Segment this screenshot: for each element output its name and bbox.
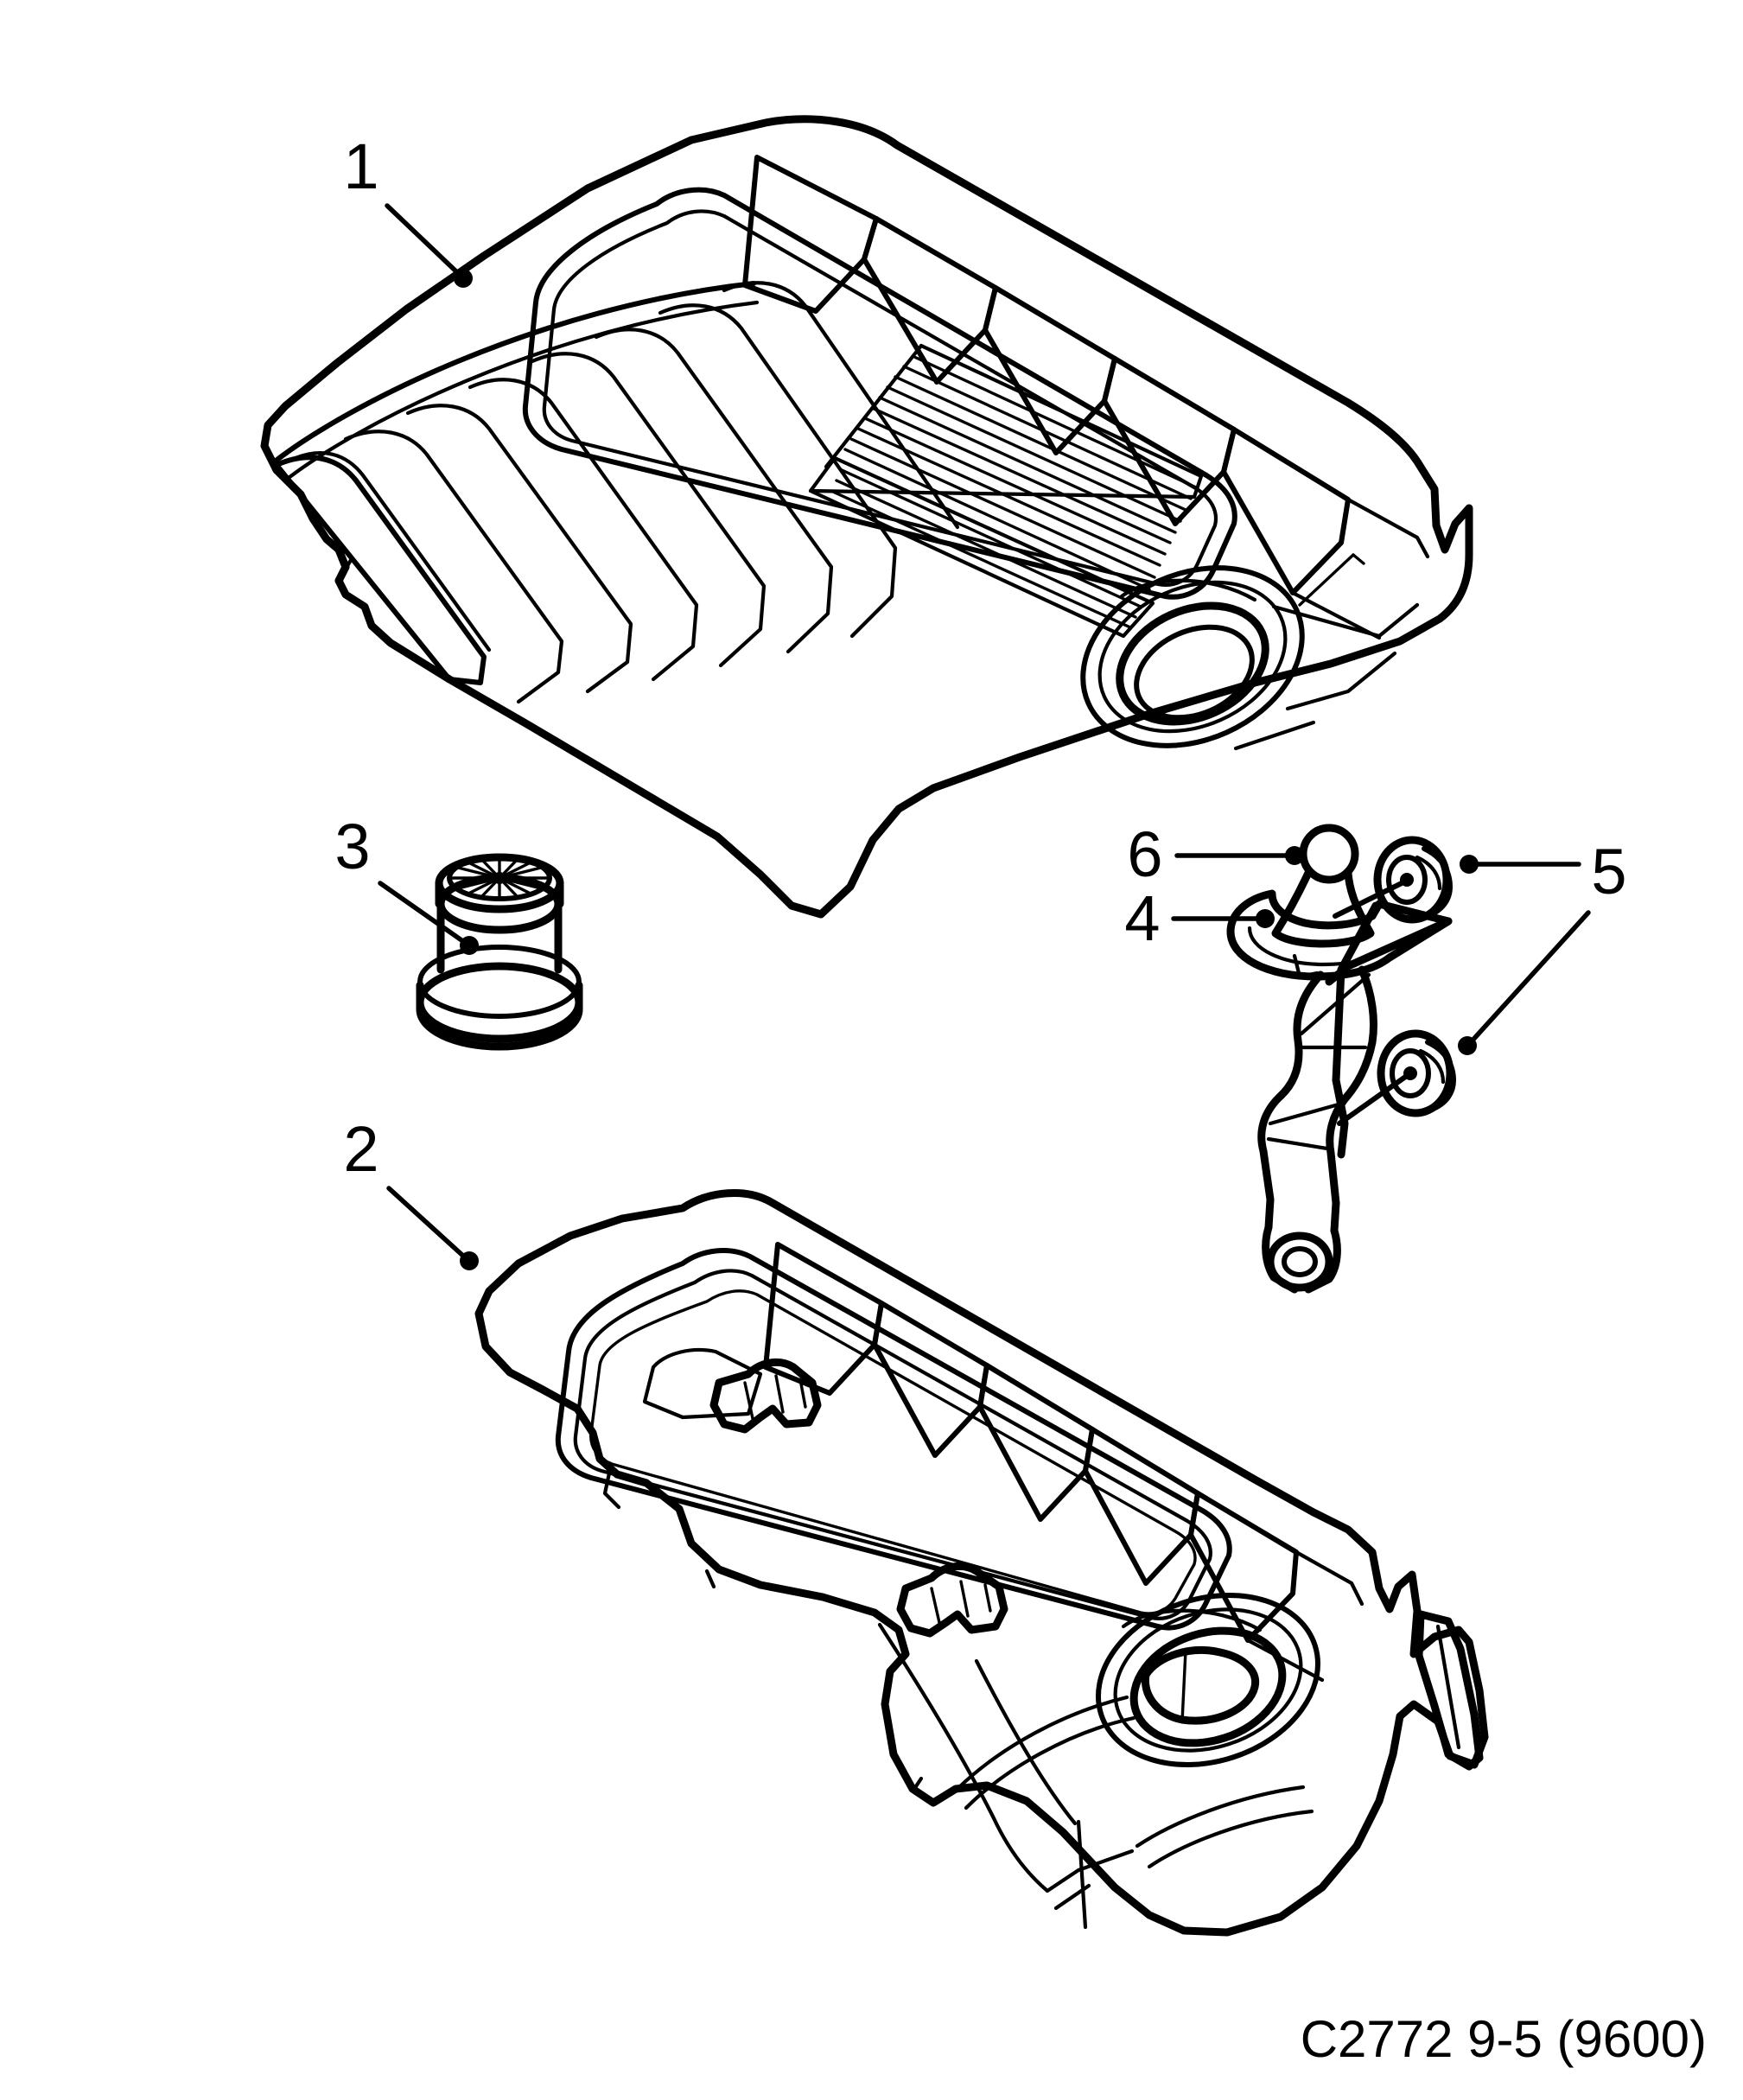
callout-2: 2 bbox=[343, 1113, 479, 1270]
louver-vent-panel bbox=[808, 343, 1204, 639]
callout-2-dot bbox=[460, 1251, 479, 1270]
callout-5-leader-lower bbox=[1468, 910, 1591, 1045]
callout-3-dot bbox=[460, 936, 479, 955]
callout-1-number: 1 bbox=[343, 130, 378, 202]
bushing-spokes bbox=[448, 856, 551, 900]
callout-1-leader bbox=[385, 203, 462, 277]
callout-6-dot bbox=[1285, 846, 1304, 865]
part-5-bushing-upper bbox=[1333, 836, 1453, 924]
callout-4-dot bbox=[1256, 909, 1275, 928]
callout-3-number: 3 bbox=[334, 811, 370, 882]
callout-5-dot-upper bbox=[1460, 855, 1479, 874]
clip-tab-right bbox=[896, 1562, 1008, 1638]
callout-6: 6 bbox=[1127, 818, 1304, 890]
callout-2-number: 2 bbox=[343, 1113, 378, 1185]
callout-4-number: 4 bbox=[1124, 882, 1160, 954]
support-leg-right bbox=[1415, 1610, 1484, 1771]
oil-filler-cap-opening bbox=[1080, 565, 1305, 748]
callout-1: 1 bbox=[343, 130, 473, 288]
part-4-5-6-bracket-assembly bbox=[1226, 824, 1456, 1294]
lower-fin-bank bbox=[272, 281, 960, 704]
callout-3-leader bbox=[378, 881, 467, 945]
oil-filler-opening-lower bbox=[1095, 1592, 1321, 1768]
callout-1-dot bbox=[454, 269, 473, 288]
callout-5: 5 bbox=[1458, 836, 1627, 1055]
part-3-bushing-grommet bbox=[416, 853, 583, 1051]
diagram-caption: C2772 9-5 (9600) bbox=[1301, 2010, 1707, 2068]
callout-5-number: 5 bbox=[1591, 836, 1626, 907]
callout-5-dot-lower bbox=[1458, 1036, 1477, 1055]
part-1-upper-engine-cover bbox=[260, 115, 1473, 919]
bracket-strap bbox=[1257, 965, 1377, 1294]
callout-4: 4 bbox=[1124, 882, 1275, 954]
part-2-lower-engine-cover bbox=[474, 1189, 1489, 1937]
callout-layer: 1 2 3 6 4 5 bbox=[334, 130, 1627, 1270]
clip-tab-left bbox=[642, 1347, 822, 1434]
callout-2-leader bbox=[386, 1186, 468, 1260]
part-5-bushing-lower bbox=[1337, 1029, 1456, 1126]
callout-3: 3 bbox=[334, 811, 479, 955]
callout-6-number: 6 bbox=[1127, 818, 1162, 890]
